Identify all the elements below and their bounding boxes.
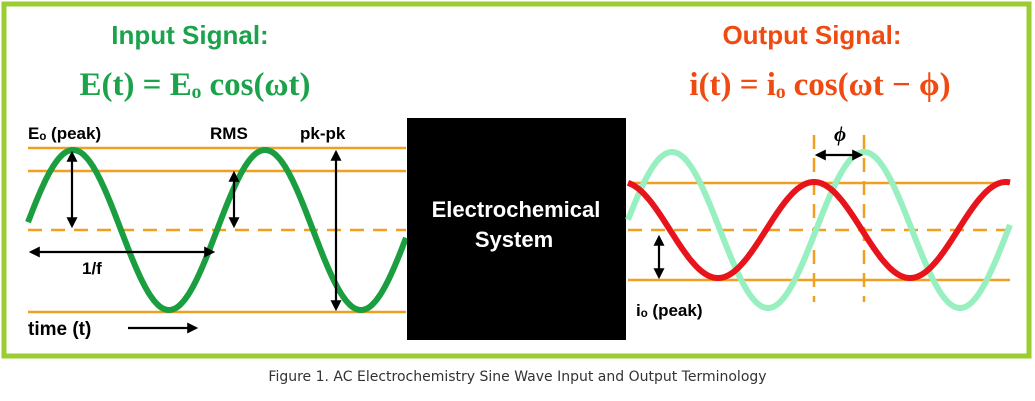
output-sine-wave <box>626 179 1011 281</box>
input-title: Input Signal: <box>111 20 268 50</box>
electrochemical-system-box <box>407 118 626 340</box>
output-title: Output Signal: <box>722 20 901 50</box>
input-equation: E(t) = Eₒ cos(ωt) <box>79 67 310 103</box>
output-peak-label: iₒ (peak) <box>636 301 703 320</box>
period-label: 1/f <box>82 259 102 278</box>
box-label-line2: System <box>475 227 553 252</box>
box-label-line1: Electrochemical <box>432 197 601 222</box>
input-sine-wave <box>25 147 409 313</box>
rms-label: RMS <box>210 124 248 143</box>
peak-label: Eₒ (peak) <box>28 124 101 143</box>
time-label: time (t) <box>28 319 91 340</box>
input-reference-wave <box>625 149 1013 311</box>
input-arrows <box>28 149 342 334</box>
ac-signal-diagram: Input Signal: E(t) = Eₒ cos(ωt) Eₒ (peak… <box>1 1 1032 359</box>
pkpk-label: pk-pk <box>300 124 346 143</box>
figure-caption: Figure 1. AC Electrochemistry Sine Wave … <box>268 369 767 385</box>
output-arrows <box>653 149 864 280</box>
phase-label: ϕ <box>834 122 846 146</box>
output-equation: i(t) = iₒ cos(ωt − ϕ) <box>689 67 950 103</box>
